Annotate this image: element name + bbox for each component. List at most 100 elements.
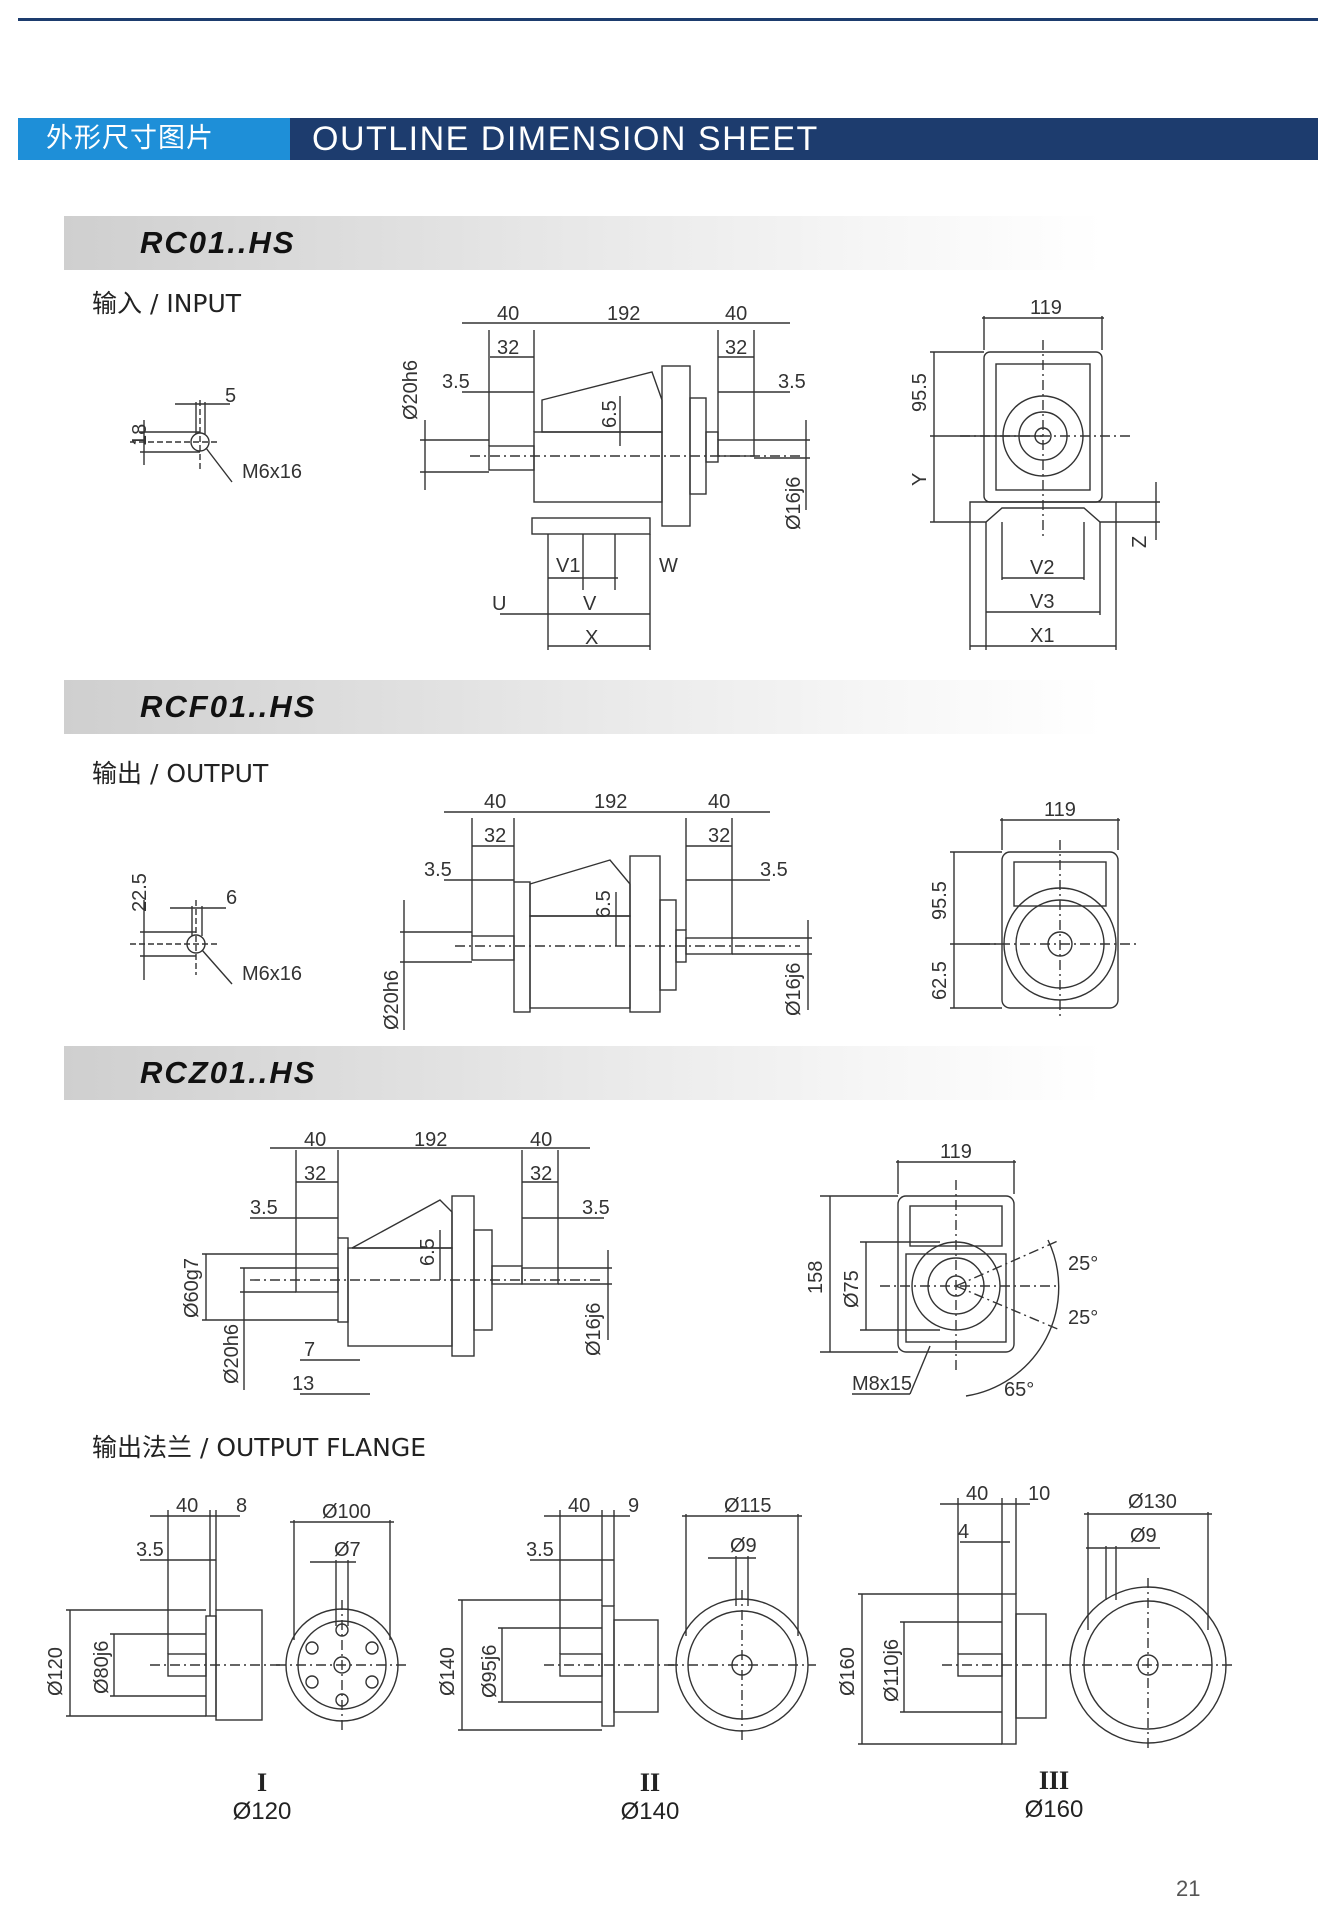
dim-rcz-a2: 25° [1068, 1307, 1098, 1329]
dim-rc01-w: W [659, 555, 678, 577]
dim-f1-l: 40 [176, 1495, 198, 1517]
section-bar-rcz01: RCZ01..HS [64, 1046, 1104, 1100]
dim-rcz-l2: 192 [414, 1129, 447, 1151]
dim-rcf-s1: 32 [484, 825, 506, 847]
dim-f1-t: 8 [236, 1495, 247, 1517]
dim-rcz-t1: 7 [304, 1339, 315, 1361]
dim-rcf-s2: 32 [708, 825, 730, 847]
flange-1-drawing [66, 1510, 408, 1730]
dim-rc01-s2: 32 [725, 337, 747, 359]
dim-f3-k: 4 [958, 1521, 969, 1543]
flange-2-roman: II [639, 1768, 661, 1797]
dim-rcf-l3: 40 [708, 791, 730, 813]
flange-2-diameter: Ø140 [620, 1798, 680, 1825]
dim-rc01-end-width: 119 [1030, 297, 1062, 319]
section-bar-rc01: RC01..HS [64, 216, 1104, 270]
model-title: RC01..HS [140, 225, 296, 260]
dim-rcf-shaft-in: Ø20h6 [381, 970, 403, 1030]
dim-rc01-s1: 32 [497, 337, 519, 359]
dim-rcz-end-width: 119 [940, 1141, 972, 1163]
dim-f1-hole: Ø7 [334, 1539, 361, 1561]
rcz01-side-view [202, 1147, 612, 1395]
rc01-key-detail [130, 400, 233, 483]
dim-rcf-end-width: 119 [1044, 799, 1076, 821]
dim-f2-pilot: Ø95j6 [479, 1645, 501, 1698]
dim-f1-pcd: Ø100 [322, 1501, 371, 1523]
rcf01-side-view [400, 811, 812, 1030]
dim-rcz-a1: 25° [1068, 1253, 1098, 1275]
dim-rc01-x1: X1 [1030, 625, 1054, 647]
dim-rc01-k1: 3.5 [442, 371, 470, 393]
dim-rc01-l3: 40 [725, 303, 747, 325]
model-title: RCZ01..HS [140, 1055, 317, 1090]
dim-f2-t: 9 [628, 1495, 639, 1517]
dim-rc01-shaft-out: Ø16j6 [783, 477, 805, 530]
dim-f2-pcd: Ø115 [724, 1495, 771, 1517]
dim-rcz-end-height: 158 [805, 1261, 827, 1294]
dim-rcz-bolt-circle: Ø75 [841, 1270, 863, 1308]
dim-f3-t: 10 [1028, 1483, 1050, 1505]
dim-f1-pilot: Ø80j6 [91, 1641, 113, 1694]
dim-key-thread: M6x16 [242, 461, 302, 483]
dim-rcz-shaft-in: Ø20h6 [221, 1324, 243, 1384]
dim-rc01-k2: 3.5 [778, 371, 806, 393]
dim-rcf-key-height: 22.5 [129, 873, 151, 912]
dim-rc01-z: Z [1129, 536, 1151, 548]
dim-f2-hole: Ø9 [730, 1535, 757, 1557]
dim-rcf-k2: 3.5 [760, 859, 788, 881]
dim-rcf-key-width: 6 [226, 887, 237, 909]
dim-f3-outer: Ø160 [837, 1647, 859, 1696]
dim-rcz-s2: 32 [530, 1163, 552, 1185]
dim-rc01-l1: 40 [497, 303, 519, 325]
dim-rcf-h: 6.5 [593, 890, 615, 918]
dim-rcf-end-h2: 62.5 [929, 961, 951, 1000]
dim-rcf-shaft-out: Ø16j6 [783, 963, 805, 1016]
dim-key-height: 18 [129, 424, 151, 446]
dim-rc01-h: 6.5 [599, 400, 621, 428]
banner-title-cn: 外形尺寸图片 [18, 118, 290, 160]
section-label-output: 输出 / OUTPUT [92, 759, 269, 788]
dim-rcf-l1: 40 [484, 791, 506, 813]
dim-rc01-x: X [585, 627, 598, 649]
dim-rcf-l2: 192 [594, 791, 627, 813]
dim-rc01-shaft-in: Ø20h6 [400, 360, 422, 420]
top-rule [18, 18, 1318, 21]
dim-rcf-end-h1: 95.5 [929, 881, 951, 920]
dim-f1-k: 3.5 [136, 1539, 164, 1561]
dim-rcz-bolt: M8x15 [852, 1373, 912, 1395]
rcf01-end-view [950, 818, 1140, 1020]
dim-rcz-pilot: Ø60g7 [181, 1258, 203, 1318]
dim-rcz-s1: 32 [304, 1163, 326, 1185]
flange-3-drawing [858, 1498, 1234, 1752]
flange-1-diameter: Ø120 [232, 1798, 292, 1825]
section-label-input: 输入 / INPUT [92, 289, 242, 318]
flange-3-roman: III [1038, 1766, 1070, 1795]
dim-rc01-v2: V2 [1030, 557, 1054, 579]
dim-f3-hole: Ø9 [1130, 1525, 1157, 1547]
dim-rcz-a3: 65° [1004, 1379, 1034, 1401]
dim-rc01-v1: V1 [556, 555, 580, 577]
dim-f3-pcd: Ø130 [1128, 1491, 1177, 1513]
dim-rc01-y: Y [909, 473, 931, 486]
dim-rcz-t2: 13 [292, 1373, 314, 1395]
dim-rcz-k1: 3.5 [250, 1197, 278, 1219]
page-number: 21 [1176, 1876, 1201, 1901]
dim-f2-l: 40 [568, 1495, 590, 1517]
dim-rcz-shaft-out: Ø16j6 [583, 1303, 605, 1356]
dim-rcz-h: 6.5 [417, 1238, 439, 1266]
dim-f3-pilot: Ø110j6 [881, 1639, 903, 1702]
dim-f2-outer: Ø140 [437, 1647, 459, 1696]
title-banner: 外形尺寸图片 OUTLINE DIMENSION SHEET [18, 118, 1318, 160]
rc01-side-view [420, 322, 810, 650]
dim-rcz-l3: 40 [530, 1129, 552, 1151]
dim-rcf-k1: 3.5 [424, 859, 452, 881]
dim-f2-k: 3.5 [526, 1539, 554, 1561]
dim-rcf-key-thread: M6x16 [242, 963, 302, 985]
flange-1-roman: I [256, 1768, 268, 1797]
dim-rcz-l1: 40 [304, 1129, 326, 1151]
dim-f3-l: 40 [966, 1483, 988, 1505]
rcf01-key-detail [130, 900, 233, 985]
dim-rc01-v: V [583, 593, 597, 615]
flange-2-drawing [458, 1510, 816, 1740]
